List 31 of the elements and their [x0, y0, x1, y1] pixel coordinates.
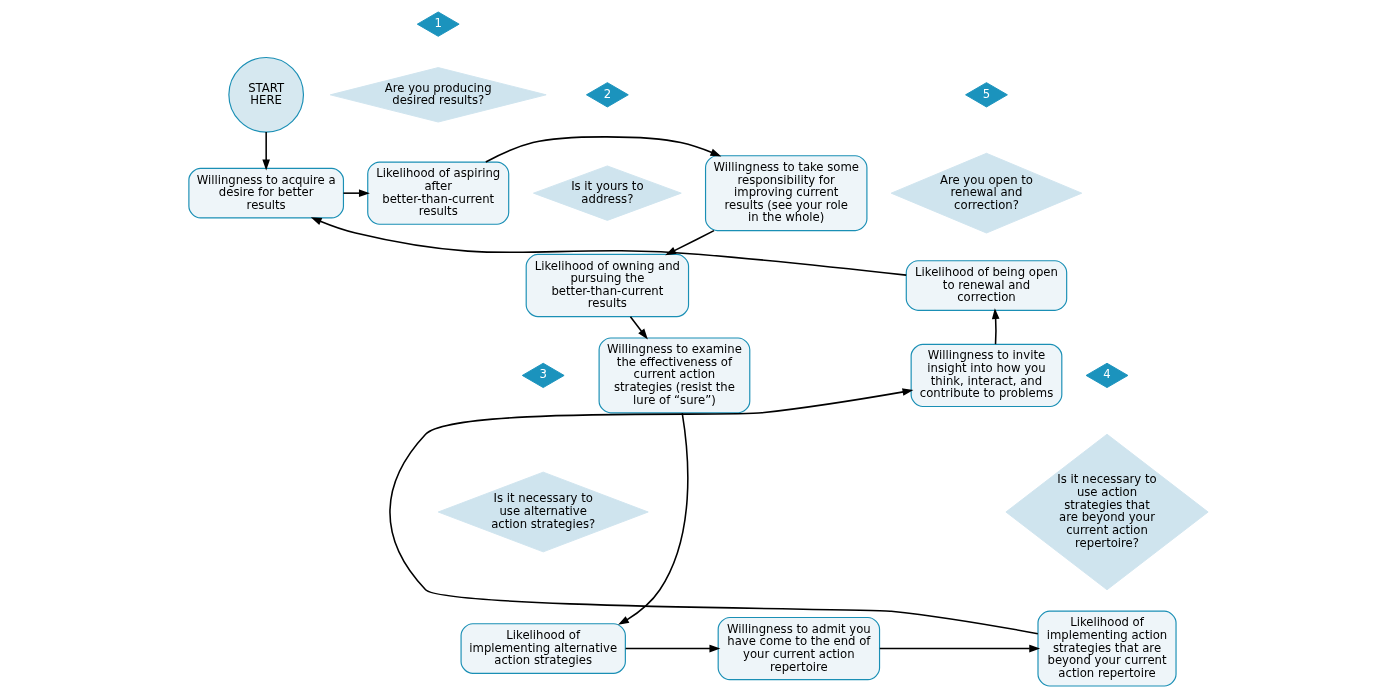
node-diamond: 5	[964, 82, 1008, 108]
node-box: Likelihood of owning and pursuing the better-than-current results	[525, 253, 689, 318]
node-box: Willingness to acquire a desire for better results	[187, 167, 344, 219]
node-box: Likelihood of implementing action strategies that are beyond your current action repertoire	[1036, 610, 1177, 687]
node-diamond: Is it necessary to use action strategies that are beyond your current action repertoire?	[1004, 433, 1209, 591]
node-diamond: 2	[585, 82, 629, 108]
node-box: Willingness to admit you have come to the end of your current action repertoire	[717, 616, 880, 681]
node-diamond: 1	[416, 11, 460, 37]
arrow	[261, 131, 270, 171]
node-box: Willingness to examine the effectiveness of current action strategies (resist the lure of “sure”)	[598, 337, 750, 414]
arrow	[310, 217, 907, 276]
arrow	[388, 388, 1039, 635]
arrow	[342, 189, 370, 197]
node-diamond: Is it yours to address?	[532, 165, 682, 221]
node-box: Willingness to take some responsibility for improving current results (see your role in the whole)	[704, 155, 867, 232]
node-diamond: Are you producing desired results?	[329, 67, 547, 123]
node-box: Willingness to invite insight into how you think, interact, and contribute to problems	[910, 343, 1062, 408]
node-box: Likelihood of being open to renewal and correction	[905, 260, 1067, 311]
node-box: Likelihood of implementing alternative action strategies	[460, 623, 626, 674]
arrow	[624, 644, 720, 653]
arrow	[617, 412, 689, 625]
node-diamond: 4	[1085, 362, 1128, 389]
arrow	[629, 315, 648, 340]
node-diamond: Is it necessary to use alternative action strategies?	[437, 471, 649, 553]
node-box: Likelihood of aspiring after better-than-current results	[366, 161, 509, 225]
node-circle: START HERE	[227, 56, 304, 133]
arrow	[991, 308, 999, 345]
arrow	[878, 644, 1040, 653]
node-diamond: Are you open to renewal and correction?	[890, 152, 1082, 234]
node-diamond: 3	[521, 362, 565, 389]
arrow	[484, 136, 721, 163]
